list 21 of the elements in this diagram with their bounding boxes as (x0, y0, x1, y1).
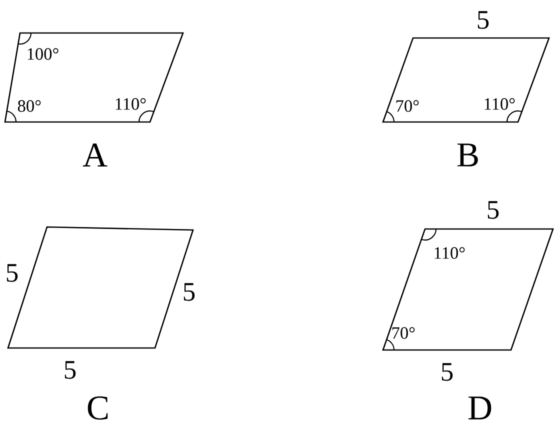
option-letter: C (88, 396, 108, 420)
angle-label: 110° (434, 247, 465, 259)
angle-label: 80° (18, 100, 41, 112)
side-length-label: 5 (478, 11, 489, 29)
parallelogram (7, 226, 194, 349)
parallelogram (382, 228, 554, 351)
option-letter: A (82, 144, 108, 166)
side-length-label: 5 (184, 283, 195, 301)
parallelogram (4, 32, 184, 123)
option-letter: D (468, 396, 492, 420)
side-length-label: 5 (64, 361, 76, 379)
angle-label: 110° (116, 98, 146, 110)
parallelogram (382, 37, 550, 123)
side-length-label: 5 (6, 264, 18, 282)
angle-label: 70° (396, 100, 419, 112)
angle-label: 70° (392, 327, 415, 339)
side-length-label: 5 (488, 201, 499, 219)
option-letter: B (457, 144, 478, 166)
side-length-label: 5 (442, 363, 453, 381)
angle-label: 100° (28, 48, 58, 60)
angle-label: 110° (484, 98, 515, 110)
